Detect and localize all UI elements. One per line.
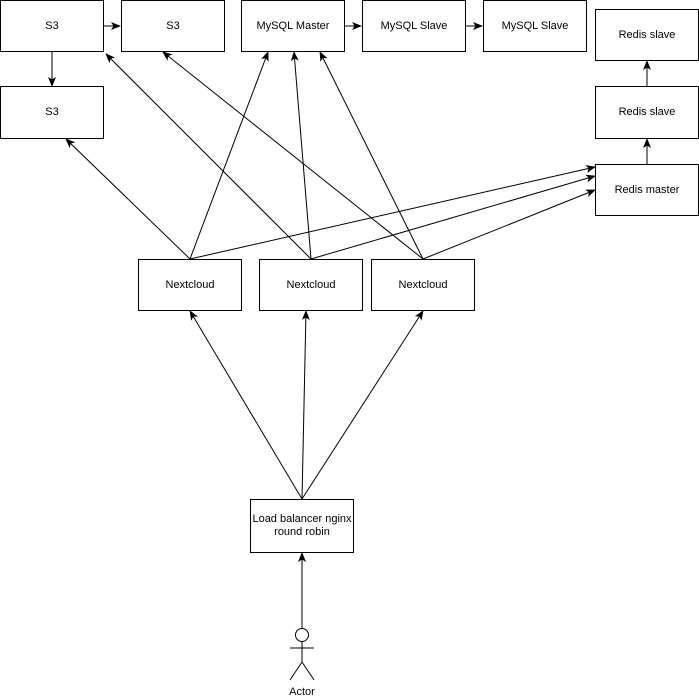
edge-nextcloud-1-to-s3 (65, 138, 191, 260)
edge-nextcloud-3-to-redis-master (422, 189, 596, 260)
s3-node-replica-right: S3 (121, 0, 225, 52)
edge-nextcloud-1-to-mysql-master (189, 51, 269, 260)
actor-label: Actor (289, 686, 315, 698)
edge-nextcloud-3-to-s3 (162, 51, 424, 260)
redis-master-node: Redis master (595, 164, 699, 216)
edge-nextcloud-3-to-mysql-master (319, 51, 424, 260)
edge-nextcloud-1-to-redis-master (189, 165, 596, 260)
actor-icon (289, 628, 315, 681)
redis-slave-node-middle: Redis slave (595, 86, 699, 139)
edge-lb-to-nextcloud-2 (301, 310, 310, 500)
edge-nextcloud-2-to-redis-master (310, 174, 596, 260)
edge-lb-to-nextcloud-3 (301, 310, 424, 500)
nextcloud-node-1: Nextcloud (138, 259, 242, 311)
nextcloud-node-2: Nextcloud (259, 259, 363, 311)
mysql-master-node: MySQL Master (241, 0, 345, 52)
nextcloud-node-3: Nextcloud (371, 259, 475, 311)
edge-nextcloud-2-to-s3 (105, 53, 312, 260)
mysql-slave-node-1: MySQL Slave (362, 0, 466, 52)
redis-slave-node-top: Redis slave (595, 9, 699, 61)
s3-node-replica-below: S3 (0, 86, 104, 139)
s3-node-primary: S3 (0, 0, 104, 52)
mysql-slave-node-2: MySQL Slave (483, 0, 587, 52)
edge-lb-to-nextcloud-1 (189, 310, 303, 500)
edge-nextcloud-2-to-mysql-master (290, 51, 312, 260)
load-balancer-node: Load balancer nginx round robin (250, 499, 354, 553)
